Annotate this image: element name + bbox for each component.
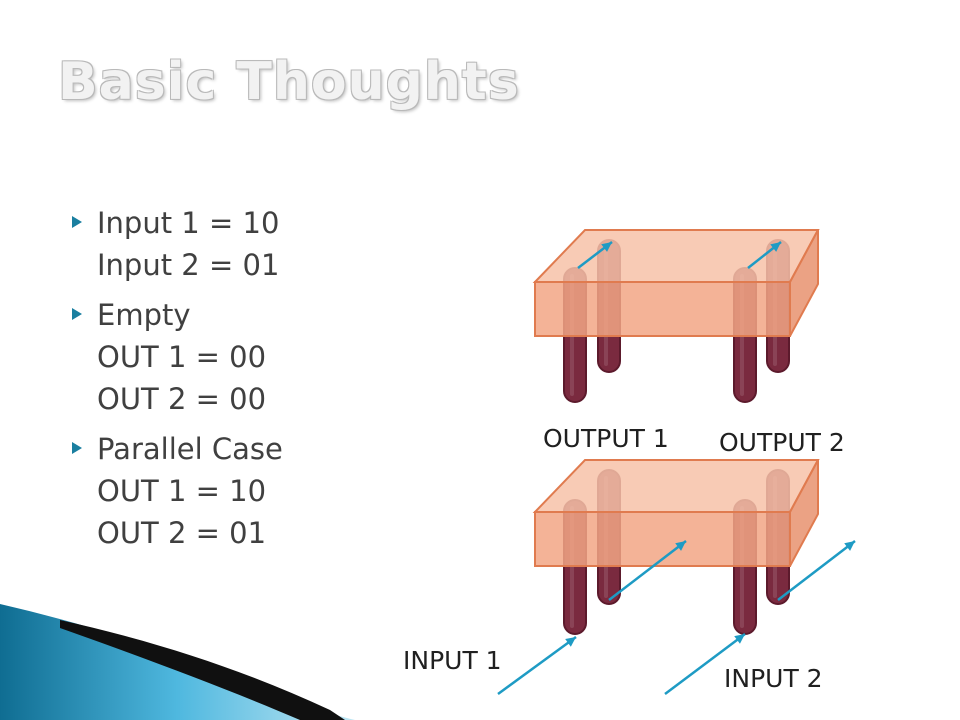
bullet-item: Input 1 = 10 Input 2 = 01 xyxy=(72,202,402,286)
bullet-line: OUT 1 = 10 xyxy=(97,474,267,508)
output-2-arrow xyxy=(777,540,856,601)
bullet-line: OUT 2 = 01 xyxy=(97,516,267,550)
input-2-arrow-head xyxy=(734,634,745,644)
top-coupling-arrow-left-head xyxy=(601,242,612,252)
output-2-label: OUTPUT 2 xyxy=(719,428,845,457)
bullet-line: Parallel Case xyxy=(97,432,283,466)
output-1-arrow xyxy=(608,540,687,601)
top-slab-side xyxy=(789,229,819,337)
output-1-label: OUTPUT 1 xyxy=(543,424,669,453)
input-2-label: INPUT 2 xyxy=(724,664,823,693)
bullet-arrow-icon xyxy=(72,308,82,320)
slide-title: Basic Thoughts xyxy=(58,52,520,112)
input-1-arrow xyxy=(497,635,577,696)
input-2-arrow xyxy=(664,633,746,695)
output-1-arrow-head xyxy=(675,541,686,551)
input-1-arrow-head xyxy=(565,637,576,647)
top-slab-front xyxy=(534,281,791,337)
bullet-line: OUT 2 = 00 xyxy=(97,382,267,416)
top-coupling-arrow-right-head xyxy=(770,242,781,252)
bullet-line: Empty xyxy=(97,298,191,332)
bullet-line: OUT 1 = 00 xyxy=(97,340,267,374)
bullet-item: Parallel Case OUT 1 = 10 OUT 2 = 01 xyxy=(72,428,402,554)
bullet-arrow-icon xyxy=(72,216,82,228)
bullet-line: Input 1 = 10 xyxy=(97,206,280,240)
bottom-slab-top xyxy=(532,459,820,513)
top-slab-top xyxy=(532,229,820,283)
bullet-list: Input 1 = 10 Input 2 = 01 Empty OUT 1 = … xyxy=(72,202,402,562)
bullet-item: Empty OUT 1 = 00 OUT 2 = 00 xyxy=(72,294,402,420)
bullet-arrow-icon xyxy=(72,442,82,454)
bullet-line: Input 2 = 01 xyxy=(97,248,280,282)
wave-black xyxy=(60,620,345,720)
output-2-arrow-head xyxy=(844,541,855,551)
bottom-slab-side xyxy=(789,459,819,567)
input-1-label: INPUT 1 xyxy=(403,646,502,675)
